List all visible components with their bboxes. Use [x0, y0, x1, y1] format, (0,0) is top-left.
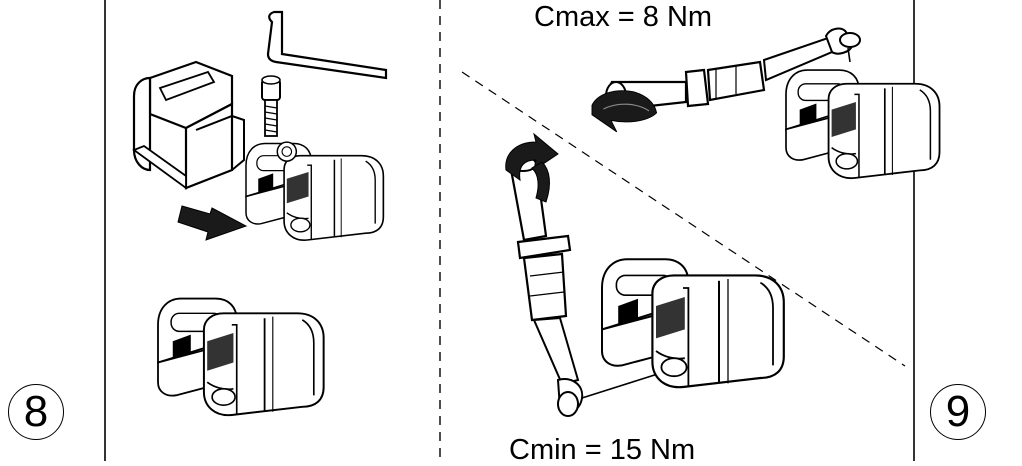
diagonal-guide-line — [461, 71, 906, 367]
allen-key-icon — [266, 10, 388, 80]
clamp-body-top — [245, 141, 385, 241]
step-number-8: 8 — [8, 384, 64, 440]
rotation-arrow-vertical-icon — [505, 132, 559, 203]
cap-screw-icon — [261, 75, 281, 137]
torque-min-label: Cmin = 15 Nm — [509, 434, 696, 466]
clamp-step9-bottom — [600, 258, 785, 389]
torque-wrench-icon — [605, 27, 861, 112]
rotation-arrow-icon — [591, 90, 658, 133]
torque-max-label: Cmax = 8 Nm — [534, 1, 713, 33]
panel-frame — [104, 0, 915, 461]
step-number-9: 9 — [930, 384, 986, 440]
slide-arrow-icon — [177, 205, 248, 241]
clamp-sleeve — [132, 60, 245, 190]
clamp-assembled — [157, 297, 325, 417]
clamp-step9-top — [785, 69, 941, 180]
